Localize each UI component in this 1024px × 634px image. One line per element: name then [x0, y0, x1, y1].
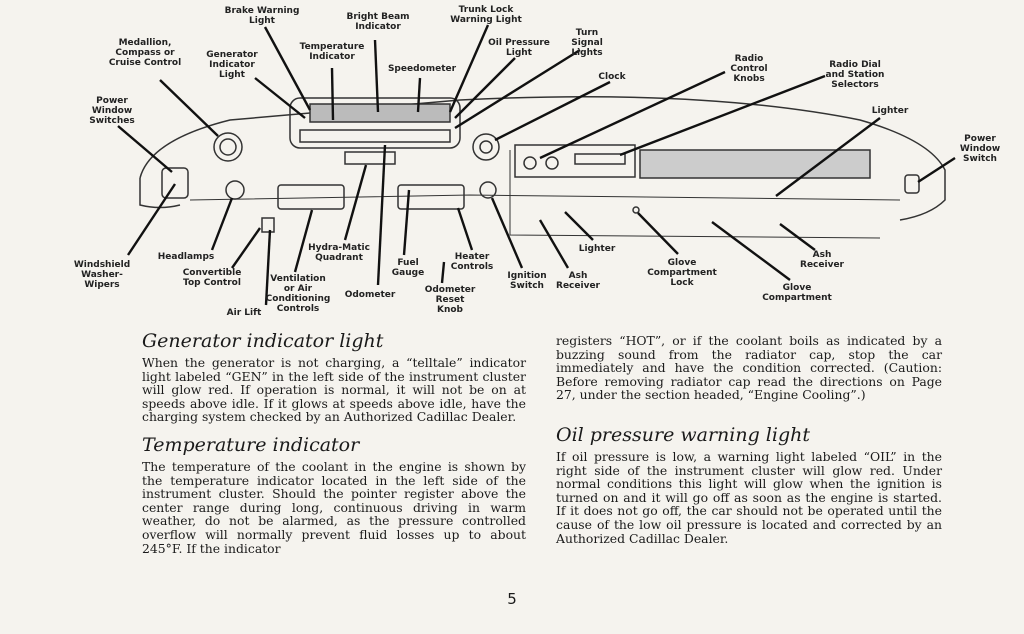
label-bright-beam: Bright Beam Indicator	[346, 12, 410, 32]
label-windshield: Windshield Washer- Wipers	[73, 260, 131, 290]
dashboard-illustration	[117, 24, 956, 306]
label-ash-receiver-1: Ash Receiver	[556, 271, 600, 291]
temperature-body: The temperature of the coolant in the en…	[142, 458, 526, 556]
right-column: registers “HOT”, or if the coolant boils…	[556, 330, 942, 545]
oil-heading: Oil pressure warning light	[556, 423, 810, 446]
label-hydramatic: Hydra-Matic Quadrant	[308, 243, 370, 263]
label-odometer: Odometer	[344, 290, 396, 300]
label-convertible: Convertible Top Control	[182, 268, 242, 288]
page-number: 5	[507, 590, 517, 608]
label-generator: Generator Indicator Light	[206, 50, 258, 80]
label-air-lift: Air Lift	[226, 308, 262, 318]
label-odometer-reset: Odometer Reset Knob	[424, 285, 476, 315]
dashboard-diagram: Medallion, Compass or Cruise Control Bra…	[73, 5, 1001, 318]
label-fuel: Fuel Gauge	[391, 258, 425, 278]
generator-heading: Generator indicator light	[142, 330, 384, 352]
label-trunk-lock: Trunk Lock Warning Light	[450, 5, 522, 25]
label-radio-dial: Radio Dial and Station Selectors	[825, 60, 885, 90]
label-oil-pressure: Oil Pressure Light	[488, 38, 550, 58]
label-ignition: Ignition Switch	[507, 271, 547, 291]
label-headlamps: Headlamps	[157, 252, 215, 262]
label-ventilation: Ventilation or Air Conditioning Controls	[265, 274, 331, 314]
label-lighter-top: Lighter	[871, 106, 909, 116]
label-ash-receiver-2: Ash Receiver	[800, 250, 844, 270]
label-radio-control: Radio Control Knobs	[730, 54, 768, 84]
label-speedometer: Speedometer	[387, 64, 457, 74]
label-heater: Heater Controls	[450, 252, 494, 272]
label-clock: Clock	[598, 72, 626, 82]
oil-body: If oil pressure is low, a warning light …	[556, 448, 942, 546]
temperature-body-continued: registers “HOT”, or if the coolant boils…	[556, 333, 942, 403]
temperature-heading: Temperature indicator	[142, 433, 360, 456]
label-lighter-bottom: Lighter	[578, 244, 616, 254]
label-temperature: Temperature Indicator	[299, 42, 365, 62]
label-medallion: Medallion, Compass or Cruise Control	[108, 38, 182, 68]
label-glove-lock: Glove Compartment Lock	[647, 258, 717, 288]
label-power-window-switches: Power Window Switches	[89, 96, 135, 126]
generator-body: When the generator is not charging, a “t…	[142, 355, 526, 425]
label-power-window-switch: Power Window Switch	[959, 134, 1001, 164]
label-glove-compartment: Glove Compartment	[762, 283, 832, 303]
left-column: Generator indicator light When the gener…	[142, 330, 526, 555]
label-brake-warning: Brake Warning Light	[224, 6, 300, 26]
label-turn-signal: Turn Signal Lights	[571, 28, 603, 58]
